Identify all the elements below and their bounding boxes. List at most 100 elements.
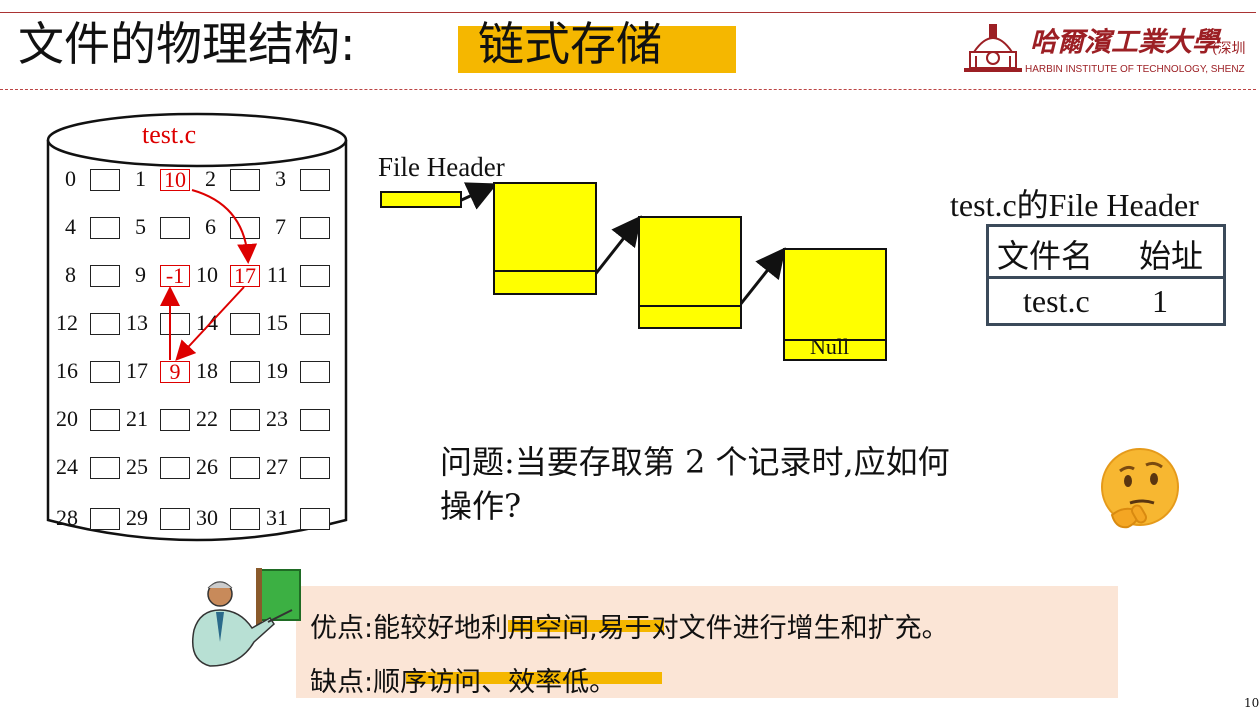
disk-block-number: 18 — [196, 358, 218, 383]
table-header-row: 文件名 始址 — [989, 227, 1223, 279]
disk-block-cell — [300, 409, 330, 431]
question-line-1: 问题:当要存取第 2 个记录时,应如何 — [440, 443, 950, 481]
disk-block-number: 22 — [196, 406, 218, 431]
disk-block-number: 16 — [56, 358, 78, 383]
file-header-caption: test.c的File Header — [950, 187, 1199, 223]
disk-block-cell — [300, 508, 330, 530]
disk-block-cell — [90, 409, 120, 431]
teacher-pointing-illustration — [192, 568, 301, 667]
disk-block-number: 6 — [205, 214, 216, 239]
file-header-label: File Header — [378, 152, 505, 182]
cons-text: 缺点:顺序访问、效率低。 — [310, 667, 617, 698]
disk-block-cell — [300, 265, 330, 287]
disk-block-cell — [90, 508, 120, 530]
disk-block-cell — [90, 457, 120, 479]
disk-block-number: 29 — [126, 505, 148, 530]
header-divider — [0, 89, 1256, 90]
linked-block-1 — [493, 182, 597, 295]
block1-to-block2-arrow — [588, 215, 642, 282]
disk-block-number: 17 — [126, 358, 148, 383]
disk-block-cell — [160, 508, 190, 530]
disk-block-number: 14 — [196, 310, 218, 335]
disk-block-number: 12 — [56, 310, 78, 335]
disk-block-number: 10 — [196, 262, 218, 287]
disk-block-cell: -1 — [160, 265, 190, 287]
disk-block-number: 8 — [65, 262, 76, 287]
disk-block-number: 0 — [65, 166, 76, 191]
disk-block-number: 24 — [56, 454, 78, 479]
disk-block-cell — [230, 508, 260, 530]
linked-block-3 — [783, 248, 887, 361]
question-line-2: 操作? — [440, 487, 522, 525]
page-title-highlight: 链式存储 — [478, 17, 662, 71]
page-number: 10 — [1244, 696, 1259, 710]
university-logo-text: 哈爾濱工業大學 — [1030, 27, 1219, 58]
university-campus-text: (深圳 — [1212, 41, 1246, 57]
disk-block-cell: 10 — [160, 169, 190, 191]
disk-block-number: 25 — [126, 454, 148, 479]
disk-block-number: 4 — [65, 214, 76, 239]
pros-text: 优点:能较好地利用空间,易于对文件进行增生和扩充。 — [310, 613, 949, 644]
disk-block-cell — [230, 217, 260, 239]
disk-block-number: 26 — [196, 454, 218, 479]
disk-block-cell — [90, 265, 120, 287]
disk-file-label: test.c — [142, 120, 197, 149]
university-emblem-icon — [964, 24, 1022, 72]
disk-block-number: 20 — [56, 406, 78, 431]
table-cell-start: 1 — [1152, 283, 1168, 319]
cons-highlight — [406, 672, 662, 684]
disk-block-number: 15 — [266, 310, 288, 335]
null-pointer-label: Null — [810, 334, 850, 359]
table-row: test.c 1 — [989, 277, 1223, 326]
table-col-filename: 文件名 — [997, 237, 1094, 275]
disk-block-cell — [300, 217, 330, 239]
disk-block-cell — [90, 361, 120, 383]
disk-block-cell — [90, 313, 120, 335]
table-col-start: 始址 — [1139, 237, 1204, 275]
disk-block-cell — [300, 313, 330, 335]
disk-block-cell — [160, 457, 190, 479]
disk-block-cell — [90, 169, 120, 191]
disk-block-number: 21 — [126, 406, 148, 431]
disk-block-number: 30 — [196, 505, 218, 530]
question-text: 问题:当要存取第 2 个记录时,应如何 操作? — [440, 440, 1100, 528]
disk-block-cell — [300, 457, 330, 479]
disk-block-number: 27 — [266, 454, 288, 479]
disk-block-number: 23 — [266, 406, 288, 431]
page-title: 文件的物理结构: — [18, 17, 356, 71]
title-highlight-bar — [458, 26, 736, 73]
disk-block-cell — [160, 217, 190, 239]
disk-block-number: 5 — [135, 214, 146, 239]
disk-block-number: 3 — [275, 166, 286, 191]
disk-block-number: 19 — [266, 358, 288, 383]
disk-block-cell — [300, 169, 330, 191]
disk-block-number: 7 — [275, 214, 286, 239]
disk-block-number: 2 — [205, 166, 216, 191]
thinking-face-icon — [1101, 448, 1179, 529]
disk-block-cell — [230, 313, 260, 335]
file-header-table: 文件名 始址 test.c 1 — [986, 224, 1226, 326]
disk-block-number: 13 — [126, 310, 148, 335]
disk-block-cell — [90, 217, 120, 239]
disk-block-cell — [160, 409, 190, 431]
disk-block-cell — [230, 409, 260, 431]
disk-block-cell — [160, 313, 190, 335]
disk-block-number: 9 — [135, 262, 146, 287]
disk-block-number: 11 — [266, 262, 288, 287]
pros-highlight — [508, 620, 664, 632]
disk-block-cell: 9 — [160, 361, 190, 383]
top-rule — [0, 12, 1256, 13]
disk-block-number: 31 — [266, 505, 288, 530]
linked-block-2 — [638, 216, 742, 329]
disk-block-number: 28 — [56, 505, 78, 530]
disk-block-cell — [300, 361, 330, 383]
pros-cons-panel: 优点:能较好地利用空间,易于对文件进行增生和扩充。 缺点:顺序访问、效率低。 — [296, 586, 1118, 698]
disk-block-number: 1 — [135, 166, 146, 191]
disk-block-cell — [230, 457, 260, 479]
university-english-name: HARBIN INSTITUTE OF TECHNOLOGY, SHENZ — [1025, 64, 1245, 75]
table-cell-filename: test.c — [1023, 283, 1090, 319]
disk-block-cell — [230, 169, 260, 191]
disk-block-cell — [230, 361, 260, 383]
disk-block-cell: 17 — [230, 265, 260, 287]
file-header-box — [380, 191, 462, 208]
